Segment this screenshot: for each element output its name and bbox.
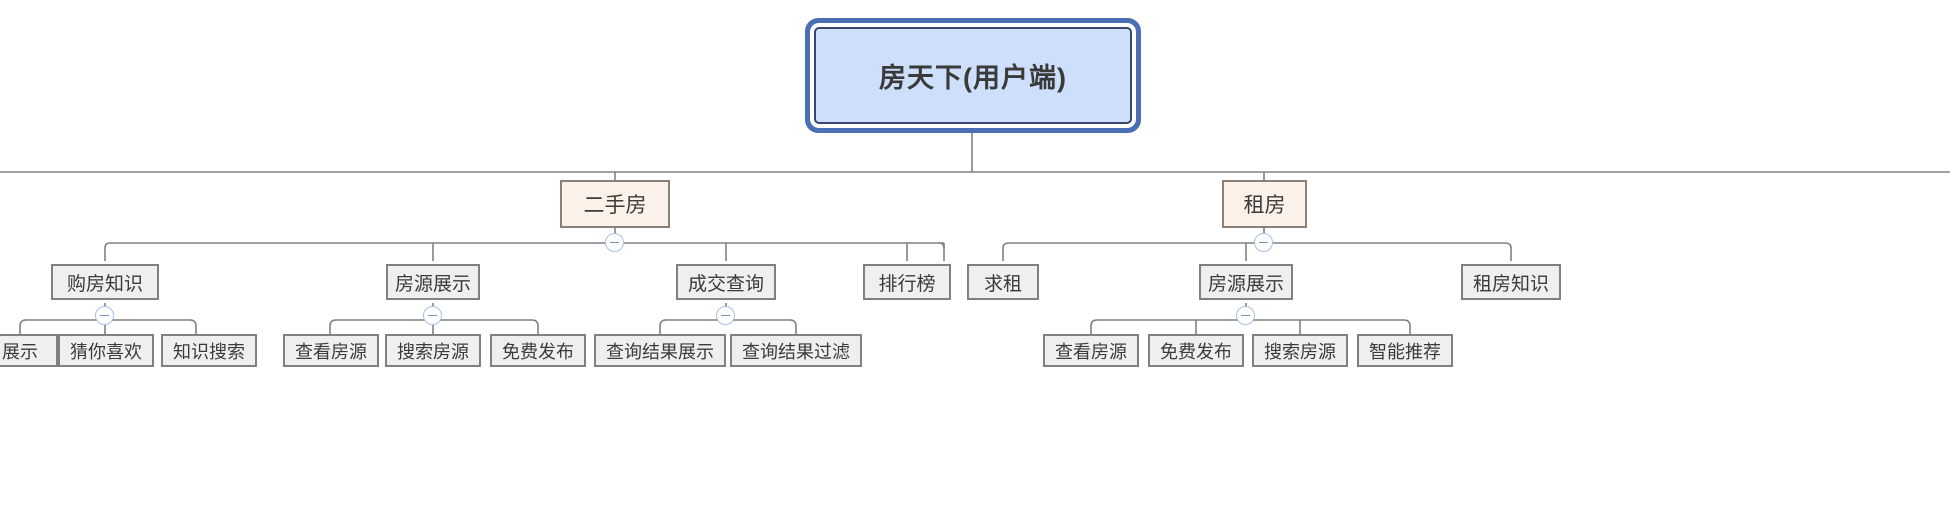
minus-circle-icon	[1259, 241, 1268, 244]
collapse-toggle-zufang[interactable]	[1254, 233, 1273, 252]
leaf-node-zhishisousuo[interactable]: 知识搜索	[161, 334, 257, 367]
minus-circle-icon	[721, 314, 730, 317]
minus-circle-icon	[1241, 314, 1250, 317]
leaf-node-label: 搜索房源	[397, 341, 469, 362]
leaf-node-mianfeifabu-zufang[interactable]: 免费发布	[1148, 334, 1244, 367]
leaf-node-zhinengtuijian[interactable]: 智能推荐	[1357, 334, 1453, 367]
root-node-label: 房天下(用户端)	[879, 63, 1067, 93]
leaf-node-mianfeifabu-ershou[interactable]: 免费发布	[490, 334, 586, 367]
leaf-node-label: 知识搜索	[173, 341, 245, 362]
leaf-node-zhanshi[interactable]: 展示	[0, 334, 58, 367]
sub-node-label: 成交查询	[687, 273, 764, 295]
collapse-toggle-fangyuanzhanshi-zufang[interactable]	[1236, 306, 1255, 325]
leaf-node-chakanfangyuan-ershou[interactable]: 查看房源	[283, 334, 379, 367]
sub-node-qiuzu[interactable]: 求租	[967, 264, 1039, 300]
leaf-node-label: 查询结果过滤	[742, 341, 850, 362]
leaf-node-label: 查看房源	[295, 341, 367, 362]
leaf-node-label: 免费发布	[502, 341, 574, 362]
minus-circle-icon	[428, 314, 437, 317]
category-node-label: 二手房	[583, 194, 647, 217]
leaf-node-label: 智能推荐	[1369, 341, 1441, 362]
leaf-node-sousuofangyuan-ershou[interactable]: 搜索房源	[385, 334, 481, 367]
collapse-toggle-fangyuanzhanshi-ershou[interactable]	[423, 306, 442, 325]
collapse-toggle-ershoufang[interactable]	[605, 233, 624, 252]
sub-node-label: 购房知识	[66, 273, 143, 295]
sub-node-fangyuanzhanshi-ershou[interactable]: 房源展示	[386, 264, 480, 300]
leaf-node-sousuofangyuan-zufang[interactable]: 搜索房源	[1252, 334, 1348, 367]
collapse-toggle-chengjiaochaxun[interactable]	[716, 306, 735, 325]
leaf-node-cainixihuan[interactable]: 猜你喜欢	[58, 334, 154, 367]
sub-node-label: 租房知识	[1472, 273, 1549, 295]
minus-circle-icon	[610, 241, 619, 244]
sub-node-fangyuanzhanshi-zufang[interactable]: 房源展示	[1199, 264, 1293, 300]
sub-node-paihangbang[interactable]: 排行榜	[863, 264, 951, 300]
leaf-node-label: 查询结果展示	[606, 341, 714, 362]
sub-node-label: 房源展示	[394, 273, 471, 295]
leaf-node-label: 搜索房源	[1264, 341, 1336, 362]
root-node[interactable]: 房天下(用户端)	[814, 27, 1132, 124]
sub-node-chengjiaochaxun[interactable]: 成交查询	[676, 264, 776, 300]
sub-node-label: 房源展示	[1207, 273, 1284, 295]
leaf-node-chaxunjieguoguolv[interactable]: 查询结果过滤	[730, 334, 862, 367]
leaf-node-chaxunjieguozhanshi[interactable]: 查询结果展示	[594, 334, 726, 367]
sub-node-label: 求租	[983, 273, 1022, 295]
sub-node-goufangzhishi[interactable]: 购房知识	[51, 264, 159, 300]
category-node-ershoufang[interactable]: 二手房	[560, 180, 670, 228]
sub-node-label: 排行榜	[878, 273, 936, 295]
sub-node-zufangzhishi[interactable]: 租房知识	[1461, 264, 1561, 300]
category-node-label: 租房	[1243, 194, 1286, 217]
leaf-node-label: 查看房源	[1055, 341, 1127, 362]
leaf-node-label: 免费发布	[1160, 341, 1232, 362]
leaf-node-label: 猜你喜欢	[70, 341, 142, 362]
collapse-toggle-goufangzhishi[interactable]	[95, 306, 114, 325]
category-node-zufang[interactable]: 租房	[1222, 180, 1307, 228]
leaf-node-chakanfangyuan-zufang[interactable]: 查看房源	[1043, 334, 1139, 367]
leaf-node-label: 展示	[2, 341, 38, 362]
minus-circle-icon	[100, 314, 109, 317]
